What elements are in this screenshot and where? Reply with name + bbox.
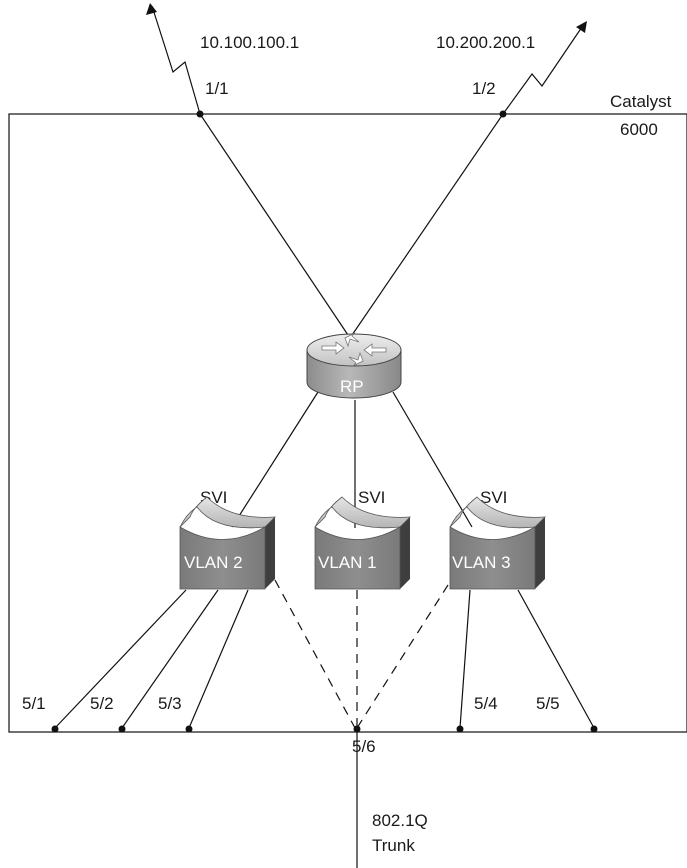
wan-link-left bbox=[151, 5, 201, 115]
svi-label-vlan1: VLAN 1 bbox=[318, 553, 377, 572]
arrowhead-right-icon bbox=[576, 21, 587, 33]
arrowhead-left-icon bbox=[146, 3, 157, 15]
port-label-1-1: 1/1 bbox=[205, 79, 229, 98]
router-label: RP bbox=[340, 377, 364, 396]
port-dot-5-5 bbox=[590, 725, 598, 733]
svi-caption-vlan1: SVI bbox=[358, 488, 385, 507]
port-label-5-1: 5/1 bbox=[22, 694, 46, 713]
port-dot-5-1 bbox=[51, 725, 59, 733]
link-vlan3-to-5-5 bbox=[517, 589, 595, 729]
wan-right-address: 10.200.200.1 bbox=[436, 33, 535, 52]
router-arrows-icon bbox=[321, 332, 387, 367]
link-vlan2-to-5-2 bbox=[121, 589, 219, 729]
svi-label-vlan2: VLAN 2 bbox=[184, 553, 243, 572]
port-label-5-3: 5/3 bbox=[158, 694, 182, 713]
chassis-box bbox=[8, 113, 687, 733]
svi-vlan3: VLAN 3 bbox=[449, 496, 547, 590]
svi-vlan2: VLAN 2 bbox=[179, 496, 277, 590]
svi-label-vlan3: VLAN 3 bbox=[452, 553, 511, 572]
link-vlan3-to-5-4 bbox=[459, 589, 471, 729]
link-rp-to-vlan2 bbox=[231, 391, 319, 528]
port-dot-1-1 bbox=[196, 110, 204, 118]
trunk-label-line1: 802.1Q bbox=[372, 811, 428, 830]
port-dot-5-4 bbox=[456, 725, 464, 733]
port-label-5-5: 5/5 bbox=[536, 694, 560, 713]
chassis-model: 6000 bbox=[620, 120, 658, 139]
wan-link-right bbox=[502, 23, 585, 115]
port-label-1-2: 1/2 bbox=[472, 79, 496, 98]
link-vlan2-to-5-3 bbox=[188, 589, 249, 729]
link-1-2-to-rp bbox=[349, 113, 504, 339]
svi-caption-vlan3: SVI bbox=[480, 488, 507, 507]
link-rp-to-vlan3 bbox=[392, 391, 473, 528]
port-label-5-2: 5/2 bbox=[90, 694, 114, 713]
trunk-vlan2-to-5-6 bbox=[274, 579, 356, 729]
wan-left-address: 10.100.100.1 bbox=[200, 33, 299, 52]
router-rp: RP bbox=[306, 332, 402, 399]
trunk-label-line2: Trunk bbox=[372, 836, 415, 855]
port-label-5-6: 5/6 bbox=[352, 737, 376, 756]
port-dot-5-6 bbox=[353, 725, 361, 733]
svi-vlan1: VLAN 1 bbox=[314, 496, 412, 590]
link-1-1-to-rp bbox=[199, 113, 351, 339]
port-label-5-4: 5/4 bbox=[474, 694, 498, 713]
port-dot-5-2 bbox=[118, 725, 126, 733]
port-dot-5-3 bbox=[185, 725, 193, 733]
port-dot-1-2 bbox=[499, 110, 507, 118]
link-vlan2-to-5-1 bbox=[54, 589, 187, 729]
trunk-vlan3-to-5-6 bbox=[356, 584, 449, 729]
chassis-name: Catalyst bbox=[610, 92, 672, 111]
